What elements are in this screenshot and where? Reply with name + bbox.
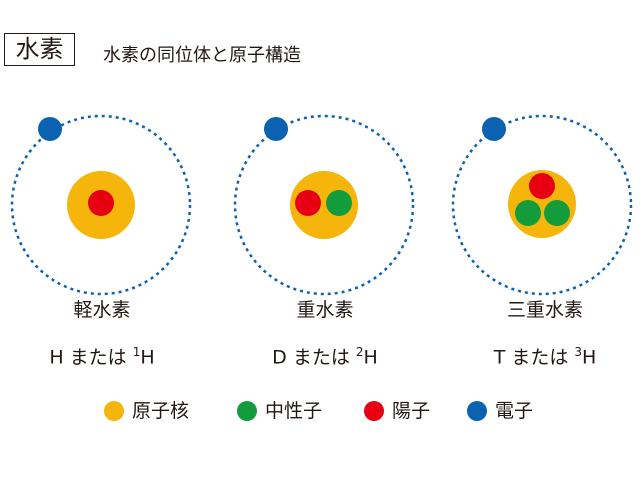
proton (295, 190, 321, 216)
neutron (544, 200, 570, 226)
isotope-name-protium: 軽水素 (73, 299, 131, 321)
legend-item-proton: 陽子 (364, 396, 430, 426)
legend-label: 電子 (495, 400, 534, 422)
neutron-swatch (237, 401, 257, 421)
proton (529, 173, 555, 199)
title: 水素 (4, 33, 75, 66)
notation-prefix: D または (272, 346, 356, 369)
atom-deuterium (233, 114, 415, 296)
proton-swatch (364, 401, 384, 421)
neutron (326, 190, 352, 216)
legend-label: 陽子 (392, 400, 431, 422)
legend-item-nucleus: 原子核 (104, 396, 189, 426)
electron-swatch (467, 401, 487, 421)
nucleus (290, 171, 358, 239)
mass-number: 3 (574, 345, 583, 359)
legend-item-neutron: 中性子 (237, 396, 322, 426)
atom-protium (10, 114, 192, 296)
element-symbol: H (140, 346, 155, 369)
mass-number: 1 (132, 345, 141, 359)
electron (38, 117, 62, 141)
electron-orbit (10, 114, 192, 296)
legend: 原子核 中性子 陽子 電子 (0, 396, 640, 426)
isotope-notation-tritium: T または 3H (465, 340, 625, 369)
isotope-notation-protium: H または 1H (22, 340, 182, 369)
isotope-name-deuterium: 重水素 (296, 299, 354, 321)
electron-orbit (233, 114, 415, 296)
nucleus-swatch (104, 401, 124, 421)
legend-label: 中性子 (265, 400, 323, 422)
isotope-notation-deuterium: D または 2H (245, 340, 405, 369)
legend-item-electron: 電子 (467, 396, 533, 426)
proton (88, 190, 114, 216)
isotope-name-tritium: 三重水素 (506, 299, 583, 321)
notation-prefix: T または (493, 346, 575, 369)
electron (482, 117, 506, 141)
electron-orbit (451, 114, 633, 296)
atom-tritium (451, 114, 633, 296)
legend-label: 原子核 (132, 400, 190, 422)
element-symbol: H (363, 346, 378, 369)
subtitle: 水素の同位体と原子構造 (103, 45, 301, 66)
electron (264, 117, 288, 141)
element-symbol: H (582, 346, 597, 369)
neutron (515, 200, 541, 226)
notation-prefix: H または (49, 346, 133, 369)
mass-number: 2 (355, 345, 364, 359)
